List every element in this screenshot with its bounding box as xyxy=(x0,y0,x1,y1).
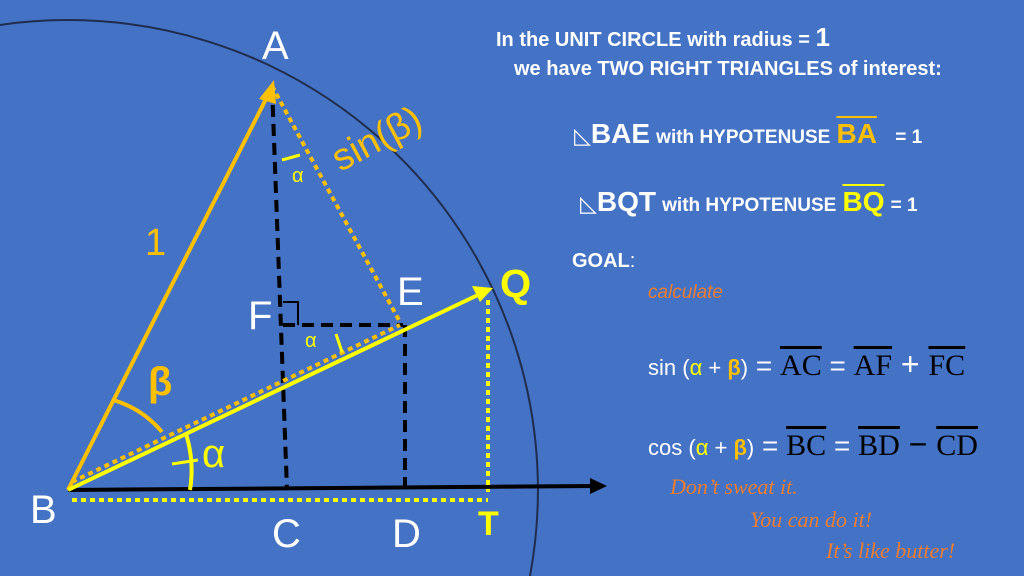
point-D: D xyxy=(392,512,421,556)
triangle-text: with HYPOTENUSE xyxy=(656,127,831,148)
alpha: α xyxy=(689,355,703,380)
plus: + xyxy=(702,355,728,380)
x-axis-arrowhead xyxy=(590,478,607,494)
point-T: T xyxy=(478,505,499,543)
term-AC: AC xyxy=(780,349,822,382)
term-AF: AF xyxy=(853,349,893,382)
vector-BQ-arrowhead xyxy=(472,286,493,302)
close: ) xyxy=(746,435,755,460)
point-E: E xyxy=(397,270,424,314)
equals: = xyxy=(754,430,787,461)
label-alpha-A: α xyxy=(292,165,304,187)
beta-angle-arc xyxy=(112,398,164,434)
equals: = xyxy=(821,350,854,381)
goal-colon: : xyxy=(629,250,636,272)
point-A: A xyxy=(262,24,289,68)
hypotenuse-BQ: BQ xyxy=(842,186,885,217)
equals: = xyxy=(748,350,781,381)
goal-label: GOAL: xyxy=(572,250,635,273)
cos-equation: cos (α + β) = BC = BD − CD xyxy=(648,426,978,463)
plus-op: + xyxy=(892,346,929,382)
label-alpha-E: α xyxy=(305,330,317,352)
right-angle-mark-F xyxy=(283,301,299,325)
minus-op: − xyxy=(899,426,937,462)
heading-line2: we have TWO RIGHT TRIANGLES of interest: xyxy=(514,58,942,80)
term-BC: BC xyxy=(786,429,827,462)
point-Q: Q xyxy=(500,262,532,306)
close: ) xyxy=(740,355,749,380)
triangle-BAE-row: ◺BAE with HYPOTENUSE BA = 1 xyxy=(574,118,922,150)
triangle-text: with HYPOTENUSE xyxy=(662,195,837,216)
calculate-label: calculate xyxy=(648,282,723,303)
plus: + xyxy=(708,435,734,460)
term-FC: FC xyxy=(928,349,966,382)
fn: cos ( xyxy=(648,435,696,460)
alpha: α xyxy=(695,435,709,460)
hypotenuse-BA: BA xyxy=(836,118,877,149)
vector-BA xyxy=(66,94,270,491)
encouragement-2: You can do it! xyxy=(750,507,873,532)
heading-text: In the UNIT CIRCLE with radius = xyxy=(496,29,810,51)
triangle-icon: ◺ xyxy=(574,123,591,148)
point-C: C xyxy=(272,512,301,556)
x-axis xyxy=(67,484,596,492)
segment-AC xyxy=(270,85,289,491)
triangle-icon: ◺ xyxy=(580,191,597,216)
vector-BA-arrowhead xyxy=(259,80,276,104)
alpha-tick-A xyxy=(281,153,301,162)
segment-BE xyxy=(71,323,401,484)
term-BD: BD xyxy=(858,429,900,462)
triangle-BQT-row: ◺BQT with HYPOTENUSE BQ = 1 xyxy=(580,186,918,218)
triangle-name: BQT xyxy=(596,186,657,217)
point-B: B xyxy=(30,488,57,532)
unit-circle-arc xyxy=(0,19,539,576)
triangle-name: BAE xyxy=(590,118,651,149)
point-F: F xyxy=(248,294,273,338)
label-alpha: α xyxy=(202,432,226,476)
encouragement-3: It’s like butter! xyxy=(826,538,956,563)
alpha-tick-E xyxy=(334,333,344,353)
alpha-tick xyxy=(171,458,199,466)
fn: sin ( xyxy=(648,355,690,380)
label-one: 1 xyxy=(145,222,167,264)
term-CD: CD xyxy=(936,429,978,462)
beta: β xyxy=(727,355,741,380)
goal-text: GOAL xyxy=(572,250,630,272)
triangle-eq: = 1 xyxy=(890,195,918,216)
sin-equation: sin (α + β) = AC = AF + FC xyxy=(648,346,965,383)
equals: = xyxy=(826,430,859,461)
radius-value: 1 xyxy=(815,22,830,52)
encouragement-1: Don’t sweat it. xyxy=(670,474,798,499)
heading-line1: In the UNIT CIRCLE with radius = 1 xyxy=(496,22,830,53)
beta: β xyxy=(733,435,747,460)
vector-BQ xyxy=(67,292,481,492)
label-beta: β xyxy=(148,360,173,404)
triangle-eq: = 1 xyxy=(895,127,923,148)
